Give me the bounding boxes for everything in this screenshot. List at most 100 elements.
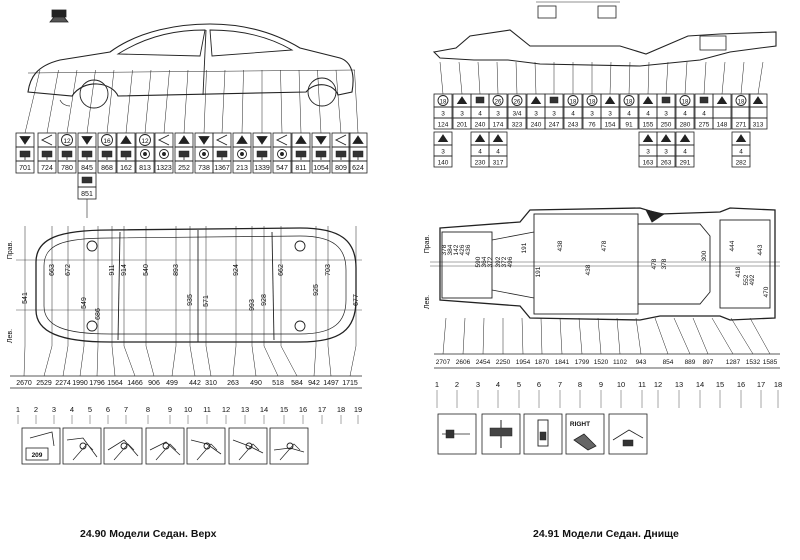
code-ring <box>61 134 73 146</box>
detail-box <box>145 427 185 465</box>
triangle-marker <box>735 134 747 143</box>
guide-line <box>665 61 669 95</box>
detail-fastener <box>79 442 87 450</box>
measure-value: 392 <box>495 256 502 267</box>
triangle-marker <box>352 135 364 144</box>
bottom-distance: 942 <box>308 380 320 387</box>
bottom-distance: 2274 <box>55 380 71 387</box>
bolt-center <box>280 152 284 156</box>
bottom-leader <box>673 317 691 355</box>
top-code: 12 <box>141 138 149 145</box>
detail-fastener <box>245 442 253 450</box>
bottom-distance: 1796 <box>89 380 105 387</box>
row-b-cell <box>712 117 732 130</box>
measure-value: 677 <box>353 294 360 306</box>
detail-box <box>62 427 102 465</box>
bottom-distance: 2454 <box>476 359 491 366</box>
bottom-leader <box>616 317 621 355</box>
side-body <box>27 23 354 97</box>
fixture-block <box>315 150 327 158</box>
point-number-cell <box>272 160 292 174</box>
fixture-block <box>549 96 559 104</box>
bottom-distance: 943 <box>636 359 647 366</box>
detail-pin <box>537 419 549 447</box>
underbody-profile <box>432 1 777 67</box>
bottom-leader <box>482 317 485 355</box>
reference-number: 12 <box>222 405 230 414</box>
detail-sketch <box>196 443 218 461</box>
row-a-value: 3 <box>460 111 464 118</box>
reference-number: 15 <box>280 405 288 414</box>
point-number: 845 <box>81 165 93 172</box>
bottom-distance: 1564 <box>107 380 123 387</box>
row-b-value: 240 <box>531 122 542 129</box>
bottom-distance: 2250 <box>496 359 511 366</box>
point-number-cell <box>232 160 252 174</box>
bottom-leader <box>123 345 136 377</box>
header-code: 18 <box>738 100 745 106</box>
caption-right: 24.91 Модели Седан. Днище <box>533 528 679 540</box>
bolt-center <box>202 152 206 156</box>
point-number: 1323 <box>156 165 172 172</box>
left-guides <box>24 69 359 134</box>
guide-line <box>221 69 226 134</box>
guide-line <box>106 69 115 134</box>
row-b-value: 154 <box>605 122 616 129</box>
measure-value: 478 <box>651 258 658 269</box>
bolt-ring <box>237 149 247 159</box>
bottom-distance: 1585 <box>763 359 778 366</box>
triangle-marker <box>642 134 654 143</box>
measure-value: 993 <box>249 299 256 311</box>
measure-value: 372 <box>487 256 494 267</box>
reference-number: 4 <box>70 405 74 414</box>
measure-value: 378 <box>441 244 448 255</box>
header-code: 18 <box>682 100 689 106</box>
caption-left: 24.90 Модели Седан. Верх <box>80 528 217 540</box>
plan-pillar-a <box>117 231 121 341</box>
row-b-cell <box>600 117 620 130</box>
reference-number: 15 <box>716 380 724 389</box>
measure-value: 552 <box>743 274 750 285</box>
detail-sketch <box>190 439 222 455</box>
bottom-leader <box>635 317 642 355</box>
sub-b-cell <box>731 155 751 168</box>
guide-line <box>125 69 133 134</box>
rear-rail <box>638 223 711 305</box>
bottom-leader <box>79 345 85 377</box>
measure-value: 438 <box>557 240 564 251</box>
reference-number: 18 <box>774 380 782 389</box>
row-a-value: 3 <box>534 111 538 118</box>
measure-value: 914 <box>121 264 128 276</box>
measure-value: 438 <box>585 264 592 275</box>
detail-block <box>622 439 634 447</box>
point-number: 868 <box>101 165 113 172</box>
point-number-cell <box>252 160 272 174</box>
icon-cell-top <box>331 132 351 148</box>
bottom-distance: 906 <box>148 380 160 387</box>
point-number-cell <box>116 160 136 174</box>
sub-b-value: 317 <box>493 160 504 167</box>
row-b-value: 280 <box>680 122 691 129</box>
triangle-marker <box>295 135 307 144</box>
row-b-value: 91 <box>625 122 633 129</box>
detail-fastener <box>120 442 128 450</box>
bottom-distance: 2707 <box>436 359 451 366</box>
top-code: 16 <box>103 138 111 145</box>
fixture-block <box>41 150 53 158</box>
bottom-distance: 1954 <box>516 359 531 366</box>
fixture-block <box>19 150 31 158</box>
reference-number: 11 <box>203 405 211 414</box>
measure-value: 540 <box>143 264 150 276</box>
guide-line <box>684 61 688 95</box>
bottom-distance: 1497 <box>323 380 339 387</box>
code-ring <box>437 95 449 106</box>
detail-block <box>445 429 455 439</box>
sub-b-value: 163 <box>643 160 654 167</box>
row-a-cell <box>731 106 751 119</box>
bottom-distance: 310 <box>205 380 217 387</box>
rear-section <box>719 219 771 309</box>
detail-sketch <box>107 439 139 457</box>
row-a-cell <box>748 106 768 119</box>
measure-value: 911 <box>109 264 116 275</box>
fixture-block <box>120 150 132 158</box>
